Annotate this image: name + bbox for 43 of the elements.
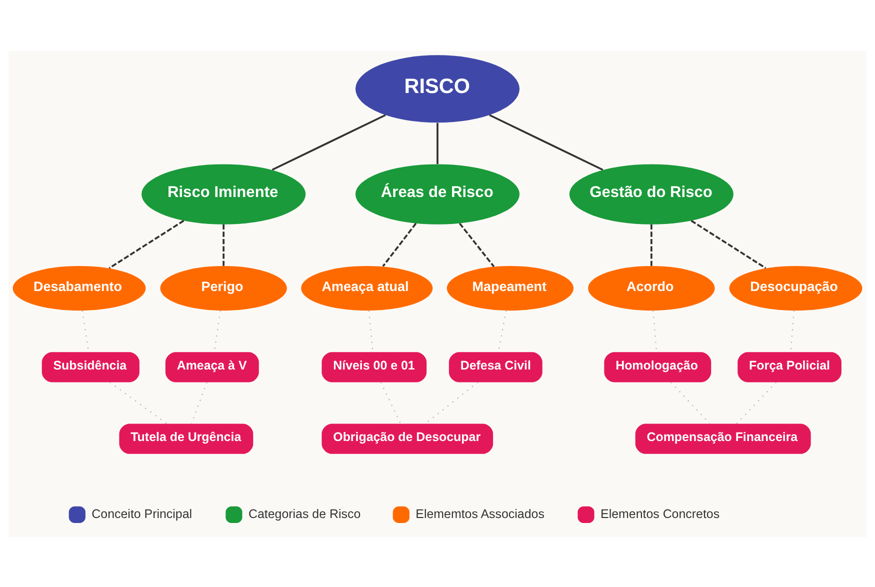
node-ellipse: Risco Iminente [142, 164, 306, 224]
connector [736, 381, 776, 424]
legend-label: Elementos Concretos [600, 506, 720, 520]
node-box: Subsidência [42, 352, 140, 382]
connector [670, 381, 710, 424]
node-box: Ameaça à V [165, 352, 259, 382]
connector [650, 224, 652, 266]
connector [458, 222, 495, 267]
connector [108, 219, 184, 268]
node-box: Defesa Civil [448, 352, 542, 382]
node-ellipse: Perigo [160, 265, 287, 310]
node-ellipse: RISCO [355, 54, 520, 122]
node-ellipse: Ameaça atual [301, 265, 433, 310]
node-ellipse: Desocupação [729, 265, 862, 310]
node-ellipse: Desabamento [12, 265, 146, 310]
connector [110, 381, 168, 424]
legend-label: Categorias de Risco [248, 506, 361, 520]
connector [368, 310, 374, 352]
node-box: Obrigação de Desocupar [322, 423, 494, 454]
connector [82, 310, 90, 352]
connector [190, 382, 208, 424]
connector [489, 114, 604, 170]
legend-label: Elememtos Associados [416, 506, 544, 520]
connector [272, 114, 386, 170]
legend-label: Conceito Principal [92, 506, 192, 520]
node-ellipse: Gestão do Risco [569, 164, 734, 224]
connector [382, 222, 417, 266]
node-ellipse: Mapeament [446, 265, 574, 310]
connector [380, 382, 402, 424]
node-box: Compensação Financeira [635, 423, 811, 454]
connector [424, 381, 478, 424]
connector [222, 224, 224, 266]
connector [436, 122, 438, 164]
connector [214, 310, 221, 352]
node-box: Tutela de Urgência [119, 423, 254, 454]
node-ellipse: Áreas de Risco [355, 164, 520, 224]
connector [790, 310, 795, 352]
node-box: Força Policial [738, 352, 842, 382]
node-ellipse: Acordo [588, 265, 715, 310]
node-box: Homologação [604, 352, 712, 382]
node-box: Níveis 00 e 01 [322, 352, 427, 382]
connector [690, 219, 766, 268]
connector [652, 310, 658, 352]
